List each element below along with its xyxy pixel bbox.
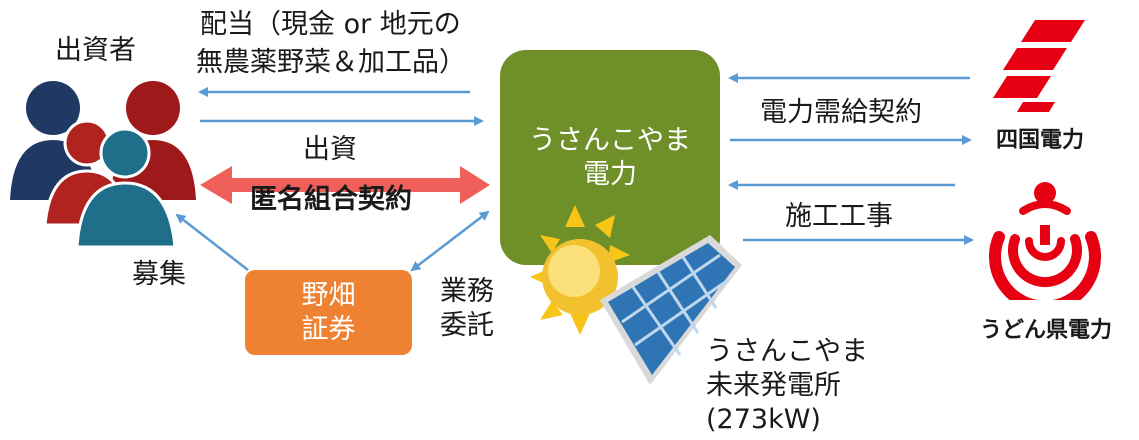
dividend-label-line1: 配当（現金 or 地元の <box>200 9 461 40</box>
shikoku-electric-logo-icon <box>993 20 1085 112</box>
plant-label: うさんこやま 未来発電所 (273kW) <box>706 335 868 437</box>
outsourcing-label-line1: 業務 <box>440 276 494 307</box>
udon-name: うどん県電力 <box>980 318 1113 343</box>
contract-label: 匿名組合契約 <box>250 184 412 215</box>
construction-label: 施工工事 <box>785 201 893 232</box>
plant-label-line1: うさんこやま <box>706 336 868 367</box>
broker-label-line2: 証券 <box>301 313 356 345</box>
contract-double-arrow <box>200 166 490 204</box>
plant-label-line3: (273kW) <box>706 404 821 435</box>
shikoku-name: 四国電力 <box>995 128 1084 153</box>
company-label-line1: うさんこやま <box>529 125 691 156</box>
broker-box: 野畑 証券 <box>245 270 412 355</box>
investors-label: 出資者 <box>55 35 136 66</box>
udon-ken-denryoku-logo-icon <box>989 182 1101 300</box>
people-group-icon <box>10 81 196 249</box>
solar-panel-sun-icon <box>530 205 742 385</box>
outsourcing-label-line2: 委託 <box>440 310 494 341</box>
investment-label: 出資 <box>303 134 357 165</box>
recruitment-label: 募集 <box>132 259 186 290</box>
broker-label-line1: 野畑 <box>301 279 356 311</box>
outsourcing-arrow <box>410 210 490 272</box>
plant-label-line2: 未来発電所 <box>706 370 841 401</box>
dividend-label-line2: 無農薬野菜＆加工品） <box>196 47 466 78</box>
company-label-line2: 電力 <box>583 159 637 190</box>
power-contract-label: 電力需給契約 <box>760 97 922 128</box>
outsourcing-label: 業務 委託 <box>440 275 494 343</box>
recruitment-arrow <box>175 213 249 271</box>
